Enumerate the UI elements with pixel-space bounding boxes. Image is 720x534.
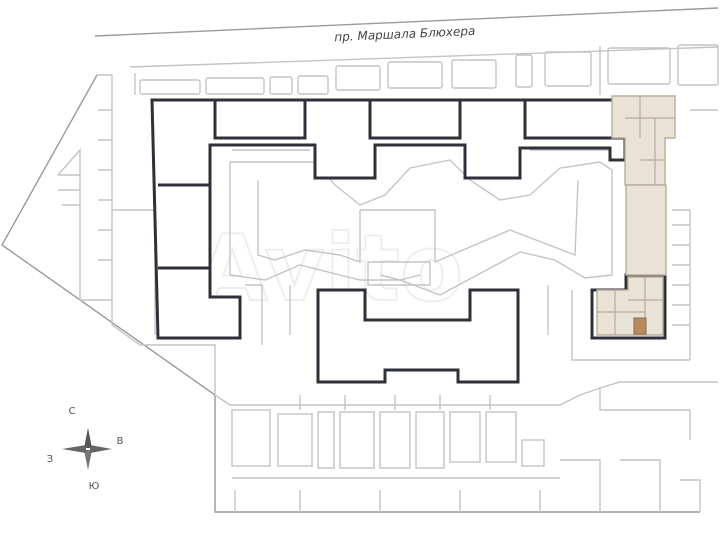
compass-needle-north <box>84 428 92 448</box>
compass-south-label: Ю <box>89 481 100 492</box>
compass-east-label: В <box>117 436 124 447</box>
street-label: пр. Маршала Блюхера <box>334 24 476 44</box>
parking-right <box>672 109 718 360</box>
compass-needle-south <box>84 450 92 470</box>
residential-building-main <box>150 98 627 340</box>
building-left-wing-divisions <box>158 183 210 270</box>
parking-bottom <box>214 381 718 512</box>
highlighted-section <box>596 95 676 336</box>
courtyard <box>229 149 690 361</box>
parking-left <box>57 74 216 395</box>
parking-top <box>139 44 719 95</box>
compass: С В Ю З <box>47 406 124 492</box>
compass-needle-west <box>62 445 86 453</box>
residential-building-center <box>316 288 520 384</box>
compass-north-label: С <box>69 406 76 417</box>
selected-unit[interactable] <box>633 317 647 335</box>
street-line <box>94 7 719 37</box>
compass-west-label: З <box>47 454 53 465</box>
compass-needle-east <box>90 445 112 453</box>
